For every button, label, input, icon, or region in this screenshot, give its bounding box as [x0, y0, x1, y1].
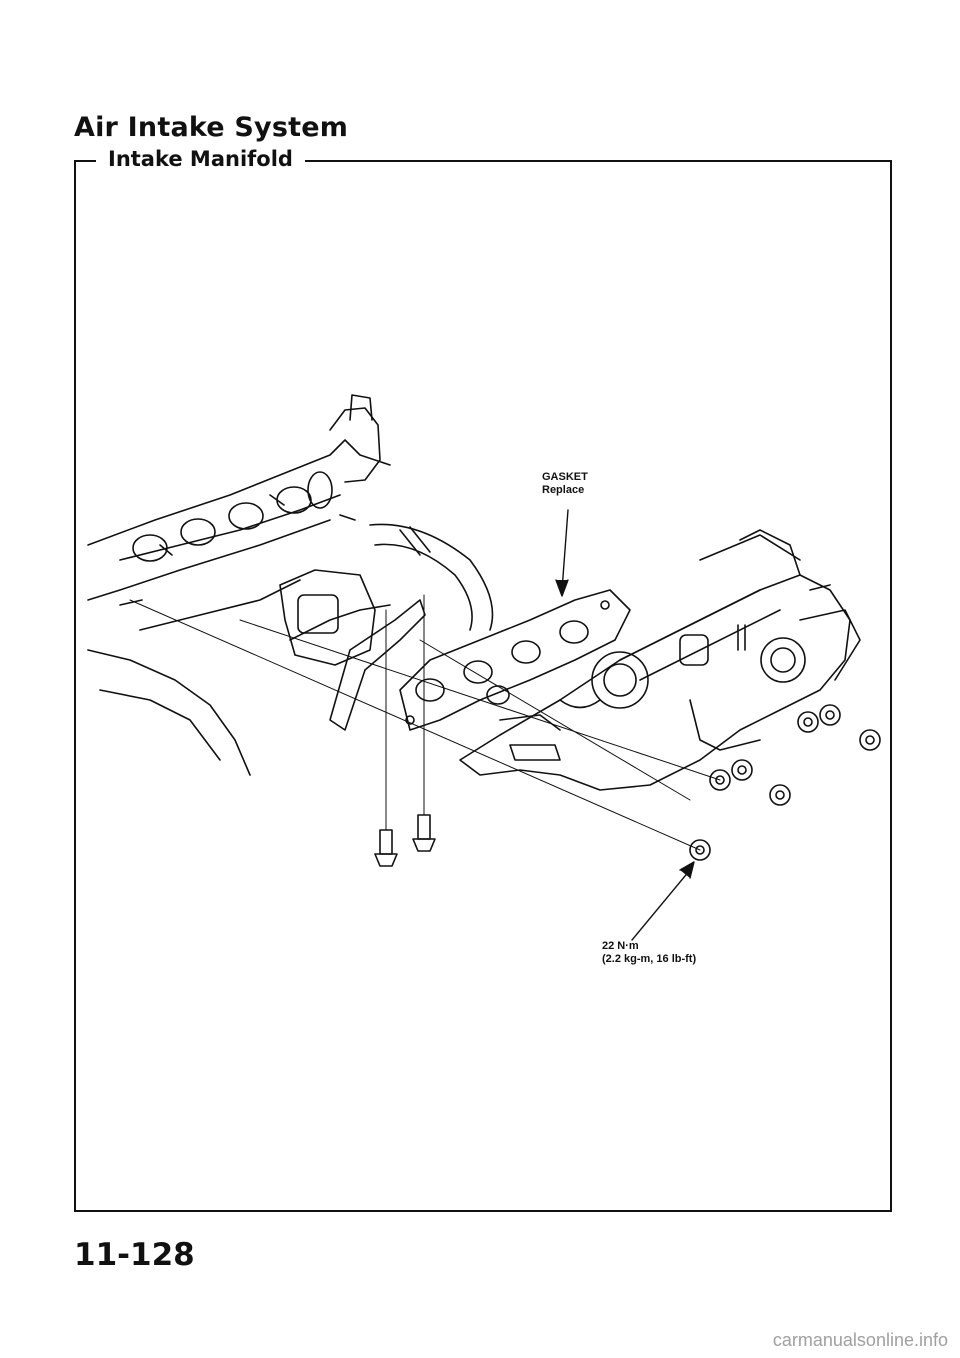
- leader-lines: [555, 509, 695, 941]
- watermark: carmanualsonline.info: [772, 1330, 948, 1350]
- section-title: Air Intake System: [74, 112, 349, 143]
- gasket-callout-name: GASKET: [542, 471, 588, 483]
- cylinder-head-drawing: [87, 394, 494, 776]
- manifold-drawing: [459, 529, 861, 791]
- intake-manifold-illustration: [87, 394, 881, 941]
- torque-callout-metric: 22 N·m: [602, 940, 639, 952]
- gasket-callout-note: Replace: [542, 484, 585, 496]
- gasket-callout: GASKET Replace: [542, 471, 588, 497]
- diagram-frame: [74, 160, 892, 1212]
- torque-callout: 22 N·m (2.2 kg-m, 16 lb-ft): [602, 940, 696, 966]
- nut-drawings: [689, 704, 881, 861]
- subtitle: Intake Manifold: [96, 147, 305, 171]
- page-number: 11-128: [74, 1237, 195, 1273]
- assembly-guide-lines: [129, 594, 721, 851]
- bolt-drawings: [374, 814, 436, 867]
- torque-callout-conversions: (2.2 kg-m, 16 lb-ft): [602, 953, 697, 965]
- gasket-drawing: [399, 589, 631, 731]
